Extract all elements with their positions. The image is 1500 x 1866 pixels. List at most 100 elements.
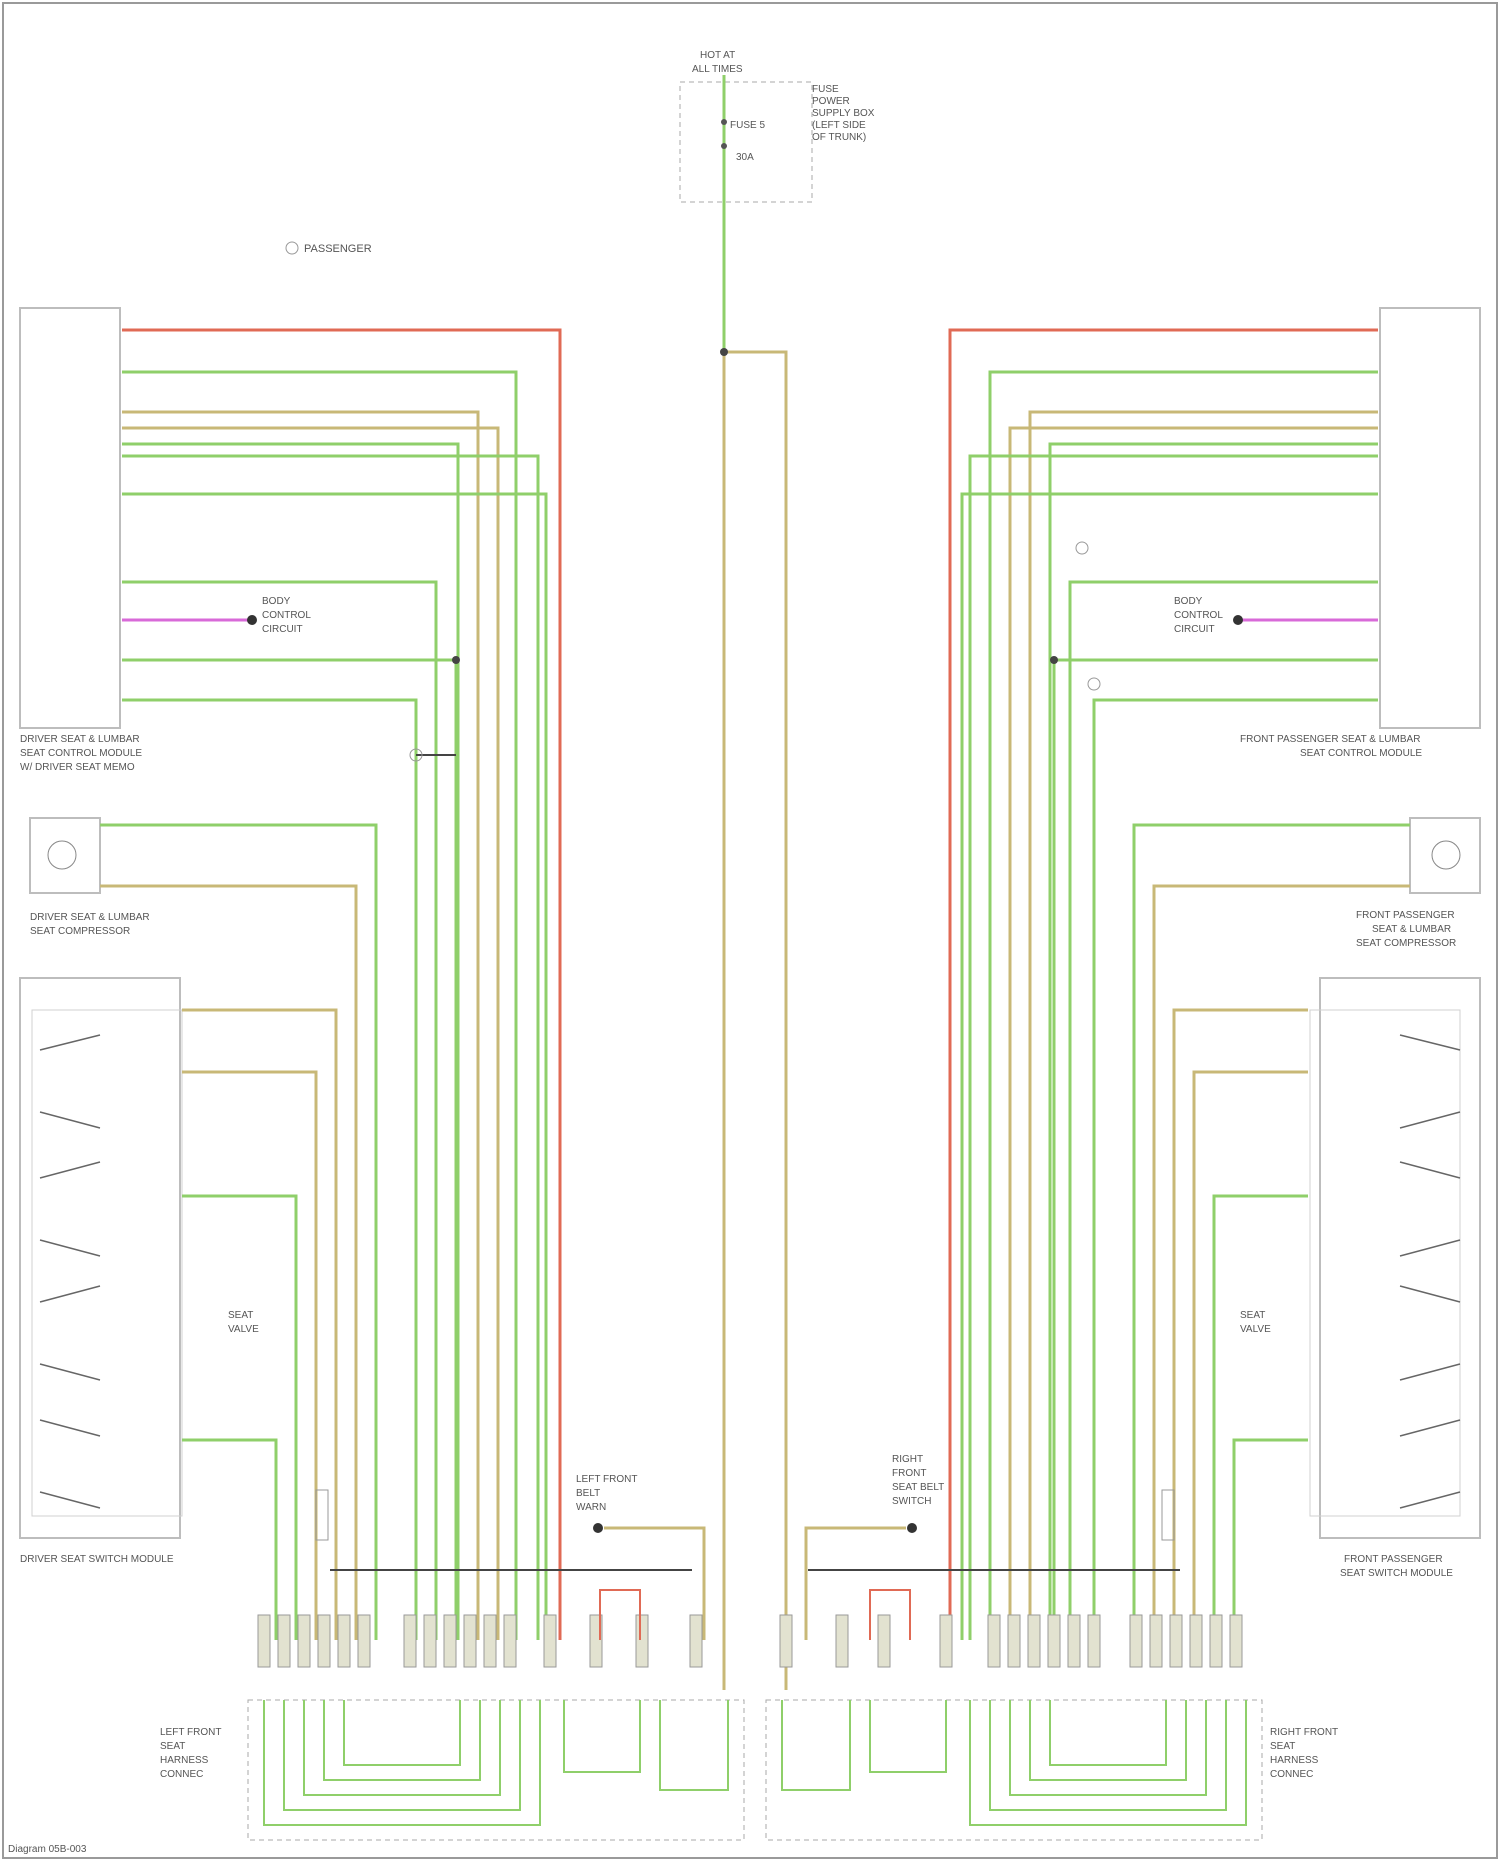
left-comp-wire-2 xyxy=(100,886,356,1640)
left-belt-wire xyxy=(604,1528,704,1640)
right-belt-label-4: SWITCH xyxy=(892,1496,931,1507)
right-belt-wire xyxy=(806,1528,906,1640)
fuse-box-label-3: SUPPLY BOX xyxy=(812,108,875,119)
left-resistor xyxy=(316,1490,328,1540)
left-sw-wire-1 xyxy=(182,1010,336,1640)
right-belt-label-1: RIGHT xyxy=(892,1454,923,1465)
left-connector-outline xyxy=(248,1700,744,1840)
right-compressor: FRONT PASSENGER SEAT & LUMBAR SEAT COMPR… xyxy=(1356,818,1480,949)
right-switch-label-2: SEAT SWITCH MODULE xyxy=(1340,1568,1453,1579)
left-wire-7 xyxy=(122,494,546,1640)
left-body-label-1: BODY xyxy=(262,596,291,607)
right-belt-label-2: FRONT xyxy=(892,1468,926,1479)
right-body-label-1: BODY xyxy=(1174,596,1203,607)
right-compressor-label-1: FRONT PASSENGER xyxy=(1356,910,1455,921)
right-note-icon xyxy=(1088,678,1100,690)
left-conn-label-2: SEAT xyxy=(160,1741,185,1752)
right-wire-3 xyxy=(1030,412,1378,1640)
left-wire-10 xyxy=(122,700,416,1640)
left-module-label-3: W/ DRIVER SEAT MEMO xyxy=(20,762,135,773)
motor-icon xyxy=(48,841,76,869)
left-wire-6 xyxy=(122,456,538,1640)
left-compressor-label-1: DRIVER SEAT & LUMBAR xyxy=(30,912,150,923)
left-module-box xyxy=(20,308,120,728)
right-wire-10 xyxy=(1094,700,1378,1640)
right-valve-label-1: SEAT xyxy=(1240,1310,1265,1321)
right-sw-wire-2 xyxy=(1194,1072,1308,1640)
fuse-box-label-4: (LEFT SIDE xyxy=(812,120,866,131)
right-switch-box xyxy=(1320,978,1480,1538)
left-splice-1 xyxy=(452,656,460,664)
right-connector-pins xyxy=(780,1615,1242,1667)
right-body-label-2: CONTROL xyxy=(1174,610,1223,621)
left-red-jumper xyxy=(600,1590,640,1640)
right-body-label-3: CIRCUIT xyxy=(1174,624,1215,635)
fuse-name: FUSE 5 xyxy=(730,120,765,131)
left-belt-label-1: LEFT FRONT xyxy=(576,1474,637,1485)
left-sw-wire-4 xyxy=(182,1440,276,1640)
fuse-box-label-2: POWER xyxy=(812,96,850,107)
page-border xyxy=(3,3,1497,1858)
left-compressor-label-2: SEAT COMPRESSOR xyxy=(30,926,130,937)
center-feed-right xyxy=(724,352,786,1690)
right-conn-label-2: SEAT xyxy=(1270,1741,1295,1752)
fuse-block: HOT AT ALL TIMES FUSE POWER SUPPLY BOX (… xyxy=(680,50,875,350)
right-conn-label-3: HARNESS xyxy=(1270,1755,1319,1766)
fuse-rating: 30A xyxy=(736,152,754,163)
left-conn-label-3: HARNESS xyxy=(160,1755,209,1766)
right-conn-label-1: RIGHT FRONT xyxy=(1270,1727,1338,1738)
right-conn-label-4: CONNEC xyxy=(1270,1769,1313,1780)
left-switch-box xyxy=(20,978,180,1538)
left-valve-label-2: VALVE xyxy=(228,1324,259,1335)
passenger-note: PASSENGER xyxy=(286,242,372,255)
left-belt-node xyxy=(593,1523,603,1533)
right-resistor xyxy=(1162,1490,1174,1540)
right-module: FRONT PASSENGER SEAT & LUMBAR SEAT CONTR… xyxy=(1240,308,1480,759)
left-belt-label-2: BELT xyxy=(576,1488,600,1499)
right-switch-label-1: FRONT PASSENGER xyxy=(1344,1554,1443,1565)
left-belt-label-3: WARN xyxy=(576,1502,606,1513)
right-switch-contacts xyxy=(1400,1035,1460,1508)
right-wire-7 xyxy=(962,494,1378,1640)
right-switch-inner xyxy=(1310,1010,1460,1516)
left-body-label-2: CONTROL xyxy=(262,610,311,621)
left-switch-label: DRIVER SEAT SWITCH MODULE xyxy=(20,1554,174,1565)
left-pink-node xyxy=(247,615,257,625)
left-conn-label-1: LEFT FRONT xyxy=(160,1727,221,1738)
right-sw-wire-4 xyxy=(1234,1440,1308,1640)
right-module-label-1: FRONT PASSENGER SEAT & LUMBAR xyxy=(1240,734,1420,745)
fuse-node-bottom xyxy=(721,143,727,149)
fuse-box-label-5: OF TRUNK) xyxy=(812,132,866,143)
left-wire-3 xyxy=(122,412,478,1640)
left-wire-8 xyxy=(122,582,436,1640)
right-sw-wire-3 xyxy=(1214,1196,1308,1640)
left-compressor-box xyxy=(30,818,100,893)
fuse-hot-label-1: HOT AT xyxy=(700,50,735,61)
left-conn-label-4: CONNEC xyxy=(160,1769,203,1780)
left-sw-wire-3 xyxy=(182,1196,296,1640)
center-splice xyxy=(720,348,728,356)
fuse-box-outline xyxy=(680,82,812,202)
left-valve-label-1: SEAT xyxy=(228,1310,253,1321)
left-wire-1 xyxy=(122,330,560,1640)
left-module-label-2: SEAT CONTROL MODULE xyxy=(20,748,142,759)
right-splice-1 xyxy=(1050,656,1058,664)
right-connector-outline xyxy=(766,1700,1262,1840)
right-note-icon-2 xyxy=(1076,542,1088,554)
left-switch-contacts xyxy=(40,1035,100,1508)
left-body-label-3: CIRCUIT xyxy=(262,624,303,635)
right-switch-module: SEAT VALVE FRONT PASSENGER SEAT SWITCH M… xyxy=(1240,978,1480,1579)
right-valve-label-2: VALVE xyxy=(1240,1324,1271,1335)
right-compressor-label-2: SEAT & LUMBAR xyxy=(1372,924,1451,935)
right-module-box xyxy=(1380,308,1480,728)
left-module: DRIVER SEAT & LUMBAR SEAT CONTROL MODULE… xyxy=(20,308,142,773)
fuse-hot-label-2: ALL TIMES xyxy=(692,64,743,75)
note-circle-icon xyxy=(286,242,298,254)
fuse-node-top xyxy=(721,119,727,125)
right-loopbacks xyxy=(782,1700,1246,1825)
right-belt-node xyxy=(907,1523,917,1533)
left-switch-inner xyxy=(32,1010,182,1516)
right-compressor-box xyxy=(1410,818,1480,893)
right-belt-label-3: SEAT BELT xyxy=(892,1482,944,1493)
